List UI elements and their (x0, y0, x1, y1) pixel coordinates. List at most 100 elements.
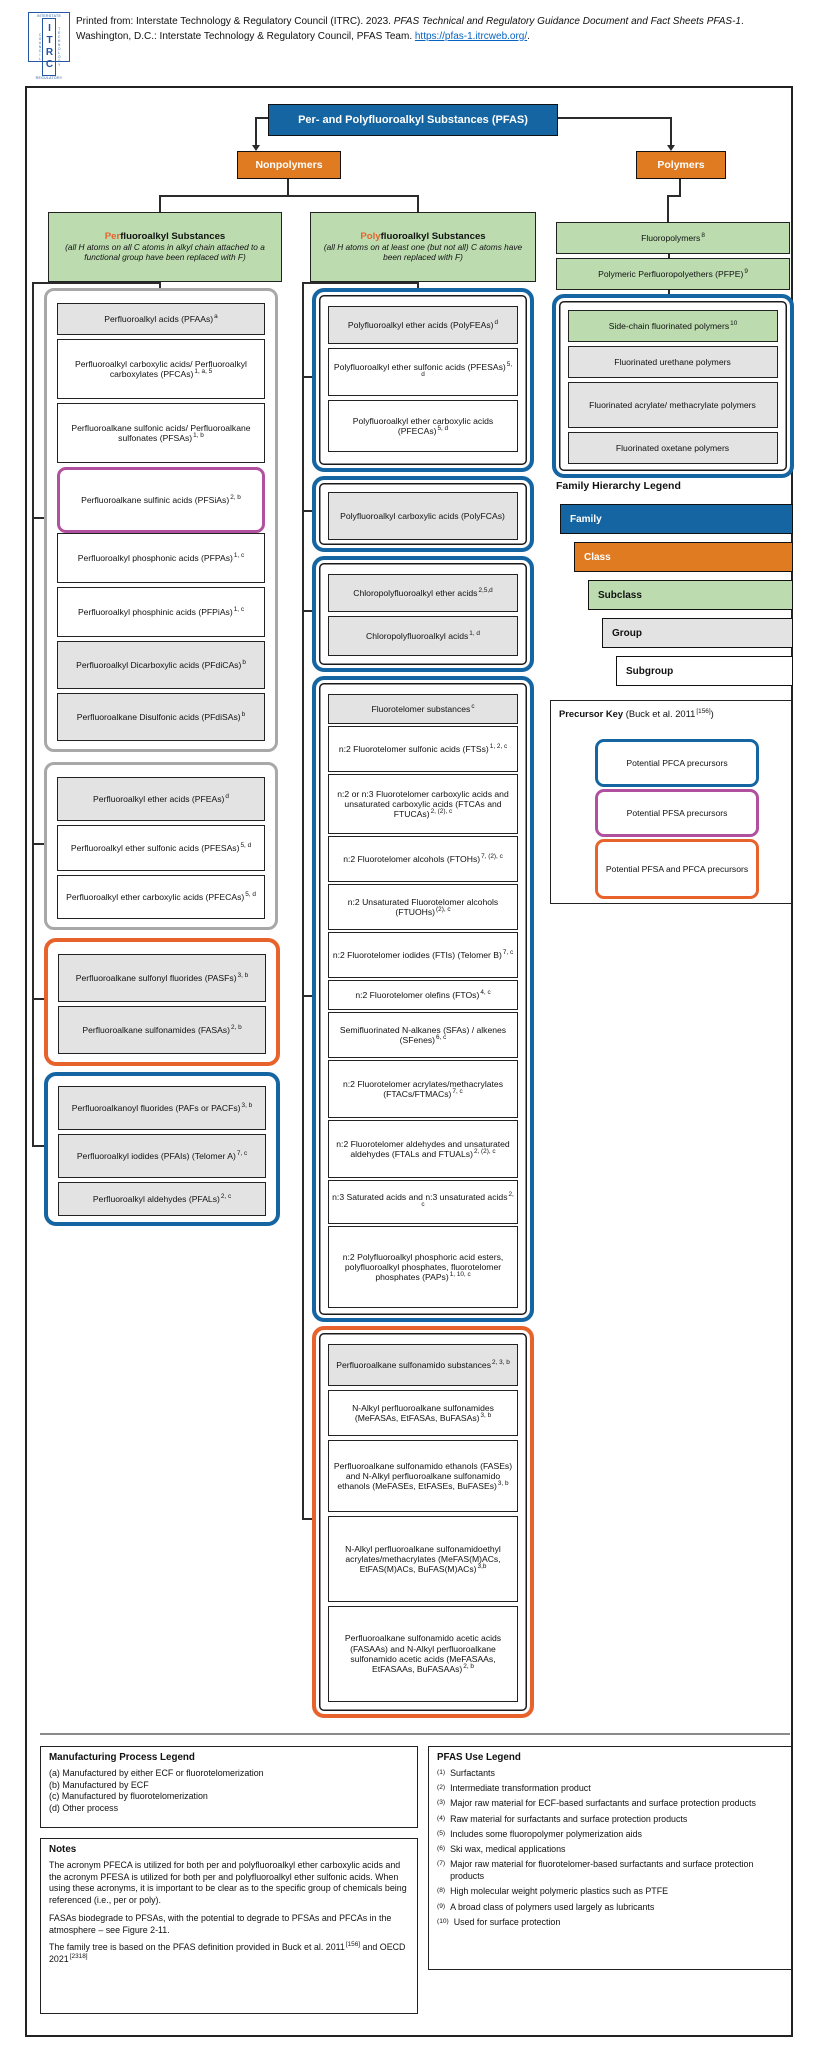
precursor-pfca: Potential PFCA precursors (595, 739, 759, 787)
notes-box: Notes The acronym PFECA is utilized for … (40, 1838, 418, 2014)
pfas-use-legend: PFAS Use Legend (1)Surfactants (2)Interm… (428, 1746, 792, 1970)
connector-line (32, 843, 44, 845)
node-nonpolymers-label: Nonpolymers (255, 159, 323, 171)
connector-line (679, 177, 681, 195)
bottom-divider (40, 1733, 790, 1735)
use-item-4: (4)Raw material for surfactants and surf… (437, 1813, 688, 1824)
group-pfaa: Perfluoroalkyl acids (PFAAs)a Perfluoroa… (44, 288, 278, 752)
group-pasf: Perfluoroalkane sulfonyl fluorides (PASF… (44, 938, 280, 1066)
citation-link[interactable]: https://pfas-1.itrcweb.org/ (414, 30, 528, 42)
notes-paragraph-2: FASAs biodegrade to PFSAs, with the pote… (49, 1912, 392, 1935)
connector-line (302, 1518, 312, 1520)
header-subtitle: (all H atoms on all C atoms in alkyl cha… (65, 242, 265, 262)
group-paf: Perfluoroalkanoyl fluorides (PAFs or PAC… (44, 1072, 280, 1226)
legend-group: Group (602, 618, 793, 648)
node-pfdisas: Perfluoroalkane Disulfonic acids (PFdiSA… (57, 693, 265, 741)
node-ftis: n:2 Fluorotelomer iodides (FTIs) (Telome… (328, 932, 518, 978)
header-title: fluoroalkyl Substances (120, 231, 226, 243)
manufacturing-legend-title: Manufacturing Process Legend (49, 1752, 195, 1763)
node-ftohs: n:2 Fluorotelomer alcohols (FTOHs)7, (2)… (328, 836, 518, 882)
citation-suffix: . (527, 30, 530, 42)
connector-line (302, 610, 312, 612)
diagram-frame (25, 86, 793, 2037)
node-fluorotelomer-substances: Fluorotelomer substancesc (328, 694, 518, 724)
node-pfsias: Perfluoroalkane sulfinic acids (PFSiAs)2… (57, 467, 265, 533)
header-highlight: Poly (360, 231, 381, 243)
connector-line (32, 282, 34, 1145)
connector-line (668, 250, 670, 258)
node-sfas-sfenes: Semifluorinated N-alkanes (SFAs) / alken… (328, 1012, 518, 1058)
node-polymers: Polymers (636, 151, 726, 179)
node-ftuohs: n:2 Unsaturated Fluorotelomer alcohols (… (328, 884, 518, 930)
group-polyfea: Polyfluoroalkyl ether acids (PolyFEAs)d … (312, 288, 534, 472)
node-pfesas: Perfluoroalkyl ether sulfonic acids (PFE… (57, 825, 265, 871)
polyfluoroalkyl-substances-header: Polyfluoroalkyl Substances (all H atoms … (310, 212, 536, 282)
node-n-alkyl-sulfonamides: N-Alkyl perfluoroalkane sulfonamides (Me… (328, 1390, 518, 1436)
precursor-pfsa: Potential PFSA precursors (595, 789, 759, 837)
use-item-3: (3)Major raw material for ECF-based surf… (437, 1798, 756, 1809)
mfg-item-d: (d) Other process (49, 1803, 119, 1814)
node-ftss: n:2 Fluorotelomer sulfonic acids (FTSs)1… (328, 726, 518, 772)
node-oxetane-polymers: Fluorinated oxetane polymers (568, 432, 778, 464)
use-item-5: (5)Includes some fluoropolymer polymeriz… (437, 1828, 642, 1839)
connector-line (32, 282, 160, 284)
node-fasa-substances: Perfluoroalkane sulfonamido substances2,… (328, 1344, 518, 1386)
precursor-pfsa-pfca: Potential PFSA and PFCA precursors (595, 839, 759, 899)
use-item-10: (10)Used for surface protection (437, 1916, 561, 1927)
mfg-item-c: (c) Manufactured by fluorotelomerization (49, 1791, 208, 1802)
itrc-logo: INTERSTATE COUNCIL ITRC TECHNOLOGY REGUL… (28, 12, 70, 80)
connector-line (670, 117, 672, 147)
node-chloro-ether-acids: Chloropolyfluoroalkyl ether acids2,5,d (328, 574, 518, 612)
connector-line (668, 286, 670, 294)
node-paps: n:2 Polyfluoroalkyl phosphoric acid este… (328, 1226, 518, 1308)
header-highlight: Per (104, 231, 121, 243)
node-pfaas: Perfluoroalkyl acids (PFAAs)a (57, 303, 265, 335)
node-pafs: Perfluoroalkanoyl fluorides (PAFs or PAC… (58, 1086, 266, 1130)
connector-line (32, 998, 44, 1000)
node-pfecas: Perfluoroalkyl ether carboxylic acids (P… (57, 875, 265, 919)
itrc-logo-wordmark: ITRC (42, 18, 56, 76)
citation-middle: . Washington, D.C.: Interstate Technolog… (76, 16, 744, 42)
legend-family: Family (560, 504, 793, 534)
node-ftcas-ftucas: n:2 or n:3 Fluorotelomer carboxylic acid… (328, 774, 518, 834)
connector-arrow (252, 145, 260, 151)
notes-paragraph-1: The acronym PFECA is utilized for both p… (49, 1859, 407, 1906)
group-pfea: Perfluoroalkyl ether acids (PFEAs)d Perf… (44, 762, 278, 930)
node-polyfeas: Polyfluoroalkyl ether acids (PolyFEAs)d (328, 306, 518, 344)
node-ftacs-ftmacs: n:2 Fluorotelomer acrylates/methacrylate… (328, 1060, 518, 1118)
node-pfpe: Polymeric Perfluoropolyethers (PFPE)9 (556, 258, 790, 290)
node-pfpias: Perfluoroalkyl phosphinic acids (PFPiAs)… (57, 587, 265, 637)
notes-paragraph-3: The family tree is based on the PFAS def… (49, 1941, 406, 1965)
node-ftos: n:2 Fluorotelomer olefins (FTOs)4, c (328, 980, 518, 1010)
connector-line (667, 195, 681, 197)
mfg-item-b: (b) Manufactured by ECF (49, 1779, 149, 1790)
node-acrylate-polymers: Fluorinated acrylate/ methacrylate polym… (568, 382, 778, 428)
node-pfais: Perfluoroalkyl iodides (PFAIs) (Telomer … (58, 1134, 266, 1178)
node-pfals: Perfluoroalkyl aldehydes (PFALs)2, c (58, 1182, 266, 1216)
connector-arrow (667, 145, 675, 151)
node-fluoropolymers: Fluoropolymers8 (556, 222, 790, 254)
citation-title: PFAS Technical and Regulatory Guidance D… (393, 16, 741, 27)
manufacturing-process-legend: Manufacturing Process Legend (a) Manufac… (40, 1746, 418, 1828)
citation-prefix: Printed from: Interstate Technology & Re… (76, 16, 394, 27)
legend-subgroup: Subgroup (616, 656, 793, 686)
group-chloropolyfluoroalkyl: Chloropolyfluoroalkyl ether acids2,5,d C… (312, 556, 534, 672)
connector-line (302, 282, 418, 284)
citation: Printed from: Interstate Technology & Re… (76, 15, 792, 44)
connector-line (667, 195, 669, 222)
node-urethane-polymers: Fluorinated urethane polymers (568, 346, 778, 378)
use-item-2: (2)Intermediate transformation product (437, 1783, 591, 1794)
connector-line (302, 376, 312, 378)
node-pasfs: Perfluoroalkane sulfonyl fluorides (PASF… (58, 954, 266, 1002)
node-pfcas: Perfluoroalkyl carboxylic acids/ Perfluo… (57, 339, 265, 399)
node-poly-pfecas: Polyfluoroalkyl ether carboxylic acids (… (328, 400, 518, 452)
mfg-item-a: (a) Manufactured by either ECF or fluoro… (49, 1767, 264, 1778)
use-item-7: (7)Major raw material for fluorotelomer-… (437, 1859, 754, 1882)
node-pfsas: Perfluoroalkane sulfonic acids/ Perfluor… (57, 403, 265, 463)
itrc-logo-top-text: INTERSTATE (36, 14, 62, 18)
node-pfas-family: Per- and Polyfluoroalkyl Substances (PFA… (268, 104, 558, 136)
node-fasmacs: N-Alkyl perfluoroalkane sulfonamidoethyl… (328, 1516, 518, 1602)
group-polyfca: Polyfluoroalkyl carboxylic acids (PolyFC… (312, 476, 534, 552)
connector-line (302, 995, 312, 997)
connector-line (32, 517, 44, 519)
